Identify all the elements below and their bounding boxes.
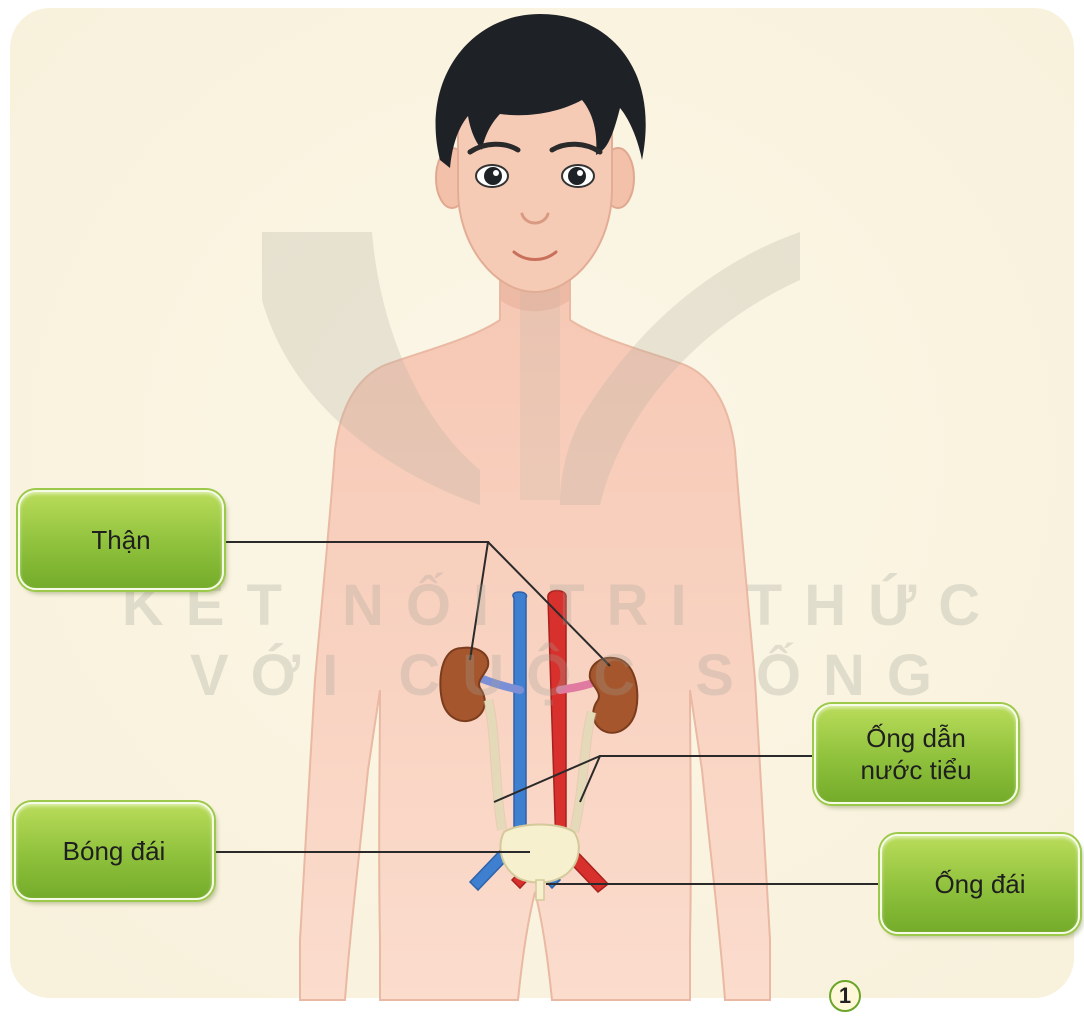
label-ureter-text: Ống dẫn nước tiểu	[860, 722, 971, 786]
right-pupil	[568, 167, 586, 185]
label-bladder-text: Bóng đái	[63, 835, 166, 867]
right-eye-shine	[577, 170, 583, 176]
urethra	[536, 880, 544, 900]
watermark-text-line2: VỚI CUỘC SỐNG	[0, 642, 1084, 709]
figure-number-badge: 1	[829, 980, 861, 1012]
bladder	[500, 825, 578, 883]
label-ureter-line2: nước tiểu	[860, 755, 971, 785]
label-urethra: Ống đái	[880, 834, 1080, 934]
label-kidney: Thận	[18, 490, 224, 590]
label-kidney-text: Thận	[91, 524, 150, 556]
label-ureter-line1: Ống dẫn	[866, 723, 966, 753]
label-urethra-text: Ống đái	[934, 868, 1025, 900]
label-bladder: Bóng đái	[14, 802, 214, 900]
left-pupil	[484, 167, 502, 185]
label-ureter: Ống dẫn nước tiểu	[814, 704, 1018, 804]
left-eye-shine	[493, 170, 499, 176]
